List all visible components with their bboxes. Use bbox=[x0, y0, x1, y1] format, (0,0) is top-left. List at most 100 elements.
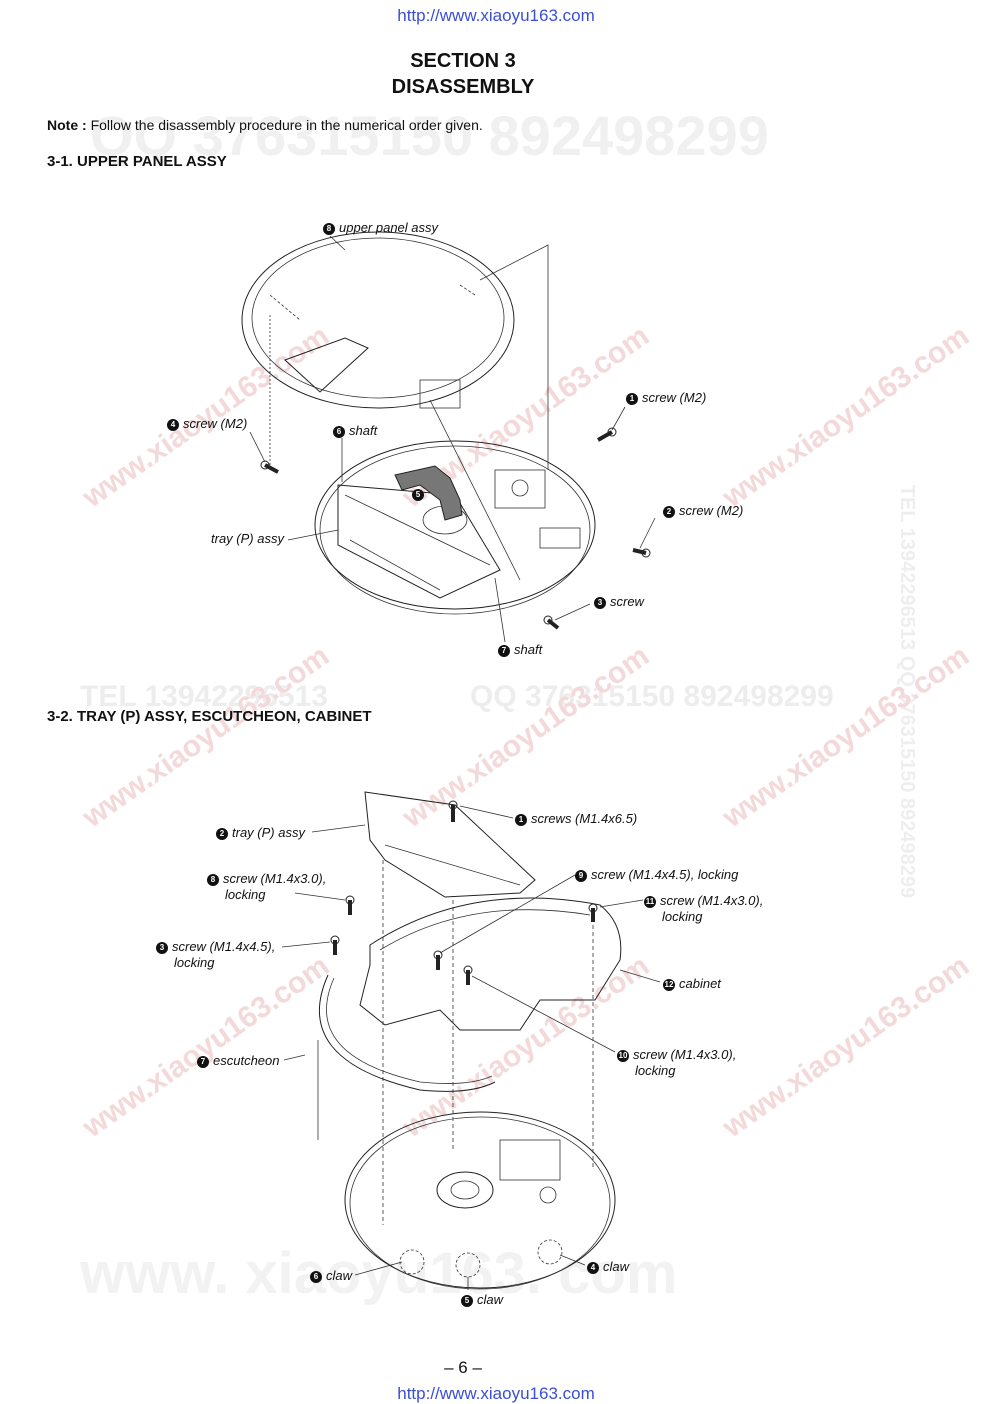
label-text-2: locking bbox=[635, 1063, 676, 1078]
cabinet-drawing bbox=[359, 897, 622, 1031]
label-text: screw bbox=[610, 594, 644, 609]
step-number-icon: 7 bbox=[498, 645, 510, 657]
upper-panel-lid bbox=[241, 231, 515, 409]
base-mechanism bbox=[494, 469, 546, 509]
leader2-screw-11 bbox=[599, 899, 644, 908]
gear bbox=[539, 1186, 557, 1204]
leader-tray bbox=[287, 529, 339, 541]
leader-hinge bbox=[429, 399, 521, 581]
step-number-icon: 5 bbox=[461, 1295, 473, 1307]
leader2-tray bbox=[311, 824, 366, 833]
step-number-icon: 6 bbox=[310, 1271, 322, 1283]
note: Note : Follow the disassembly procedure … bbox=[47, 117, 483, 133]
lid-dashed-b bbox=[459, 284, 476, 296]
label-claw-6: 6 claw bbox=[310, 1268, 352, 1284]
leader2-screw-9 bbox=[439, 874, 576, 954]
section2-heading: 3-2. TRAY (P) ASSY, ESCUTCHEON, CABINET bbox=[47, 708, 372, 725]
lid-leader-right bbox=[479, 244, 549, 470]
claw-6-circle bbox=[399, 1249, 425, 1275]
step-number-icon: 10 bbox=[617, 1050, 629, 1062]
leader2-screw-8 bbox=[294, 892, 346, 901]
footer-url[interactable]: http://www.xiaoyu163.com bbox=[397, 1384, 595, 1403]
screw-1-drawing bbox=[597, 427, 617, 442]
step-number-icon: 4 bbox=[167, 419, 179, 431]
base-block bbox=[539, 527, 581, 549]
note-text: Follow the disassembly procedure in the … bbox=[90, 117, 483, 133]
screw-1-drawing-2 bbox=[448, 800, 458, 822]
step-number-icon: 6 bbox=[333, 426, 345, 438]
base-unit bbox=[314, 440, 596, 610]
label-text: claw bbox=[326, 1268, 353, 1283]
base-unit-2-rim bbox=[349, 1116, 611, 1290]
step-number-icon: 8 bbox=[207, 874, 219, 886]
upper-panel-window bbox=[284, 337, 369, 393]
label-text: screws (M1.4x6.5) bbox=[531, 811, 638, 826]
cabinet-inner-rim bbox=[379, 909, 591, 951]
leader2-screw-10 bbox=[471, 975, 616, 1053]
label-screw-4: 4 screw (M2) bbox=[167, 416, 247, 432]
leader2-screw-1 bbox=[459, 805, 514, 819]
leader-upper-panel bbox=[329, 235, 346, 251]
label-escutcheon: 7 escutcheon bbox=[197, 1053, 280, 1069]
screw-8-drawing bbox=[345, 895, 355, 915]
leader-shaft-7 bbox=[494, 577, 506, 643]
label-text: screw (M1.4x4.5), bbox=[172, 939, 276, 954]
screw-10-drawing bbox=[463, 965, 473, 985]
label-text: screw (M2) bbox=[679, 503, 744, 518]
step-number-icon: 12 bbox=[663, 979, 675, 991]
tray2-edge bbox=[384, 844, 521, 886]
leader2-escutcheon bbox=[283, 1054, 306, 1061]
lid-dashed-a bbox=[269, 294, 301, 321]
base-unit-rim bbox=[319, 445, 591, 615]
pickup-block bbox=[499, 1139, 561, 1181]
label-text-2: locking bbox=[174, 955, 215, 970]
lid-hinge bbox=[419, 379, 461, 409]
leader-screw-2 bbox=[639, 517, 656, 549]
step-number-icon: 7 bbox=[197, 1056, 209, 1068]
lift-arrow bbox=[394, 465, 463, 521]
note-prefix: Note : bbox=[47, 117, 87, 133]
step-number-icon: 9 bbox=[575, 870, 587, 882]
turntable-hub bbox=[450, 1180, 480, 1200]
page-number: – 6 – bbox=[444, 1358, 482, 1377]
upper-panel-inner-rim bbox=[251, 237, 505, 399]
leader2-claw-6 bbox=[354, 1261, 403, 1276]
header-url[interactable]: http://www.xiaoyu163.com bbox=[397, 6, 595, 25]
step-number-icon: 1 bbox=[626, 393, 638, 405]
leader2-cabinet bbox=[619, 969, 661, 983]
leader-screw-1 bbox=[611, 406, 626, 431]
label-text-2: locking bbox=[662, 909, 703, 924]
leader-screw-3 bbox=[554, 603, 591, 621]
section1-heading: 3-1. UPPER PANEL ASSY bbox=[47, 153, 227, 170]
screw-9-drawing bbox=[433, 950, 443, 970]
escutcheon-inner bbox=[326, 977, 493, 1084]
label-text: escutcheon bbox=[213, 1053, 280, 1068]
label-tray-p-assy: tray (P) assy bbox=[211, 531, 284, 546]
label-text: claw bbox=[477, 1292, 504, 1307]
leader2-screw-3 bbox=[281, 941, 331, 948]
screw-2-drawing bbox=[632, 548, 651, 558]
watermark-bottom: www. xiaoyu163. com bbox=[80, 1241, 678, 1306]
screw-3-drawing bbox=[543, 615, 560, 630]
label-shaft-7: 7 shaft bbox=[498, 642, 542, 658]
label-text: screw (M2) bbox=[642, 390, 707, 405]
screw-11-drawing bbox=[588, 903, 598, 922]
step-number-icon: 2 bbox=[216, 828, 228, 840]
screw-3-drawing-2 bbox=[330, 935, 340, 955]
label-text-2: locking bbox=[225, 887, 266, 902]
screw-4-drawing bbox=[260, 460, 279, 474]
label-text: shaft bbox=[514, 642, 543, 657]
claw-4-circle bbox=[537, 1239, 563, 1265]
label-text: screw (M2) bbox=[183, 416, 248, 431]
tray-edge bbox=[344, 494, 491, 566]
